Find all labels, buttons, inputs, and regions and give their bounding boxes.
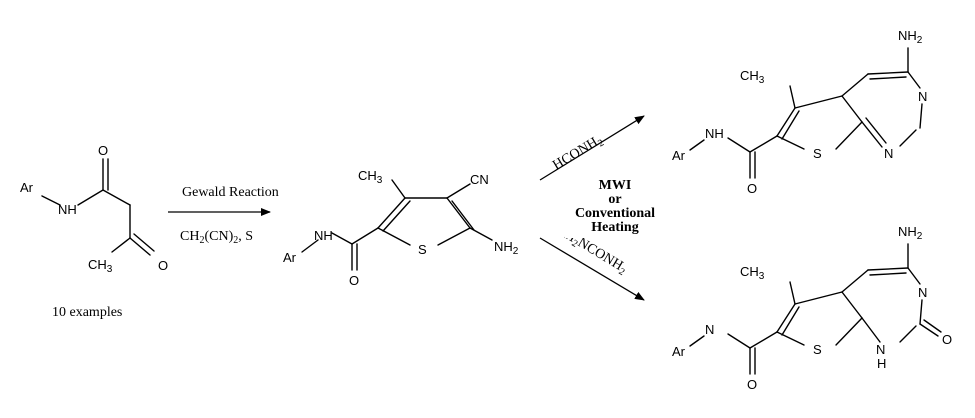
condition-conventional: Conventional — [575, 206, 655, 221]
product-top-o-label: O — [747, 181, 757, 196]
reactant-nh-label: NH — [58, 202, 77, 217]
product-bottom-n-label: N — [918, 285, 927, 300]
product-top-structure — [689, 47, 923, 179]
intermediate-ar-label: Ar — [283, 250, 297, 265]
product-top-s-label: S — [813, 146, 822, 161]
product-bottom-carbonyl-o-label: O — [942, 332, 952, 347]
urea-arrow — [539, 237, 645, 301]
product-bottom-nh-label: N — [705, 322, 714, 337]
condition-or: or — [608, 192, 621, 207]
gewald-reaction-label: Gewald Reaction — [182, 185, 279, 200]
formamide-arrow — [539, 115, 645, 181]
product-bottom-structure — [689, 243, 942, 375]
product-bottom-ring-n-label: N — [876, 342, 885, 357]
condition-heating: Heating — [591, 220, 638, 235]
product-bottom-nh2-label: NH2 — [898, 224, 923, 242]
intermediate-ch3-label: CH3 — [358, 168, 383, 186]
product-bottom-ring-h-label: H — [877, 356, 886, 371]
intermediate-nh2-label: NH2 — [494, 239, 519, 257]
condition-mwi: MWI — [599, 178, 632, 193]
product-top-ar-label: Ar — [672, 148, 686, 163]
product-top-n1-label: N — [918, 89, 927, 104]
intermediate-cn-label: CN — [470, 172, 489, 187]
product-bottom-o-label: O — [747, 377, 757, 392]
reactant-ch3-label: CH3 — [88, 257, 113, 275]
reactant-structure — [41, 158, 155, 256]
product-bottom-ar-label: Ar — [672, 344, 686, 359]
product-bottom-s-label: S — [813, 342, 822, 357]
reactant-ketone-o-label: O — [158, 258, 168, 273]
product-top-nh2-label: NH2 — [898, 28, 923, 46]
intermediate-nh-label: NH — [314, 228, 333, 243]
gewald-reagents-label: CH2(CN)2, S — [180, 229, 253, 246]
examples-label: 10 examples — [52, 305, 122, 320]
product-top-n2-label: N — [884, 146, 893, 161]
reactant-ar-label: Ar — [20, 180, 34, 195]
formamide-label: HCONH2 — [550, 132, 606, 175]
reactant-carbonyl-o-label: O — [98, 143, 108, 158]
conditions-block: MWI or Conventional Heating — [565, 176, 665, 238]
product-top-ch3-label: CH3 — [740, 68, 765, 86]
product-top-nh-label: NH — [705, 126, 724, 141]
intermediate-structure — [301, 179, 493, 271]
intermediate-o-label: O — [349, 273, 359, 288]
intermediate-s-label: S — [418, 242, 427, 257]
product-bottom-ch3-label: CH3 — [740, 264, 765, 282]
